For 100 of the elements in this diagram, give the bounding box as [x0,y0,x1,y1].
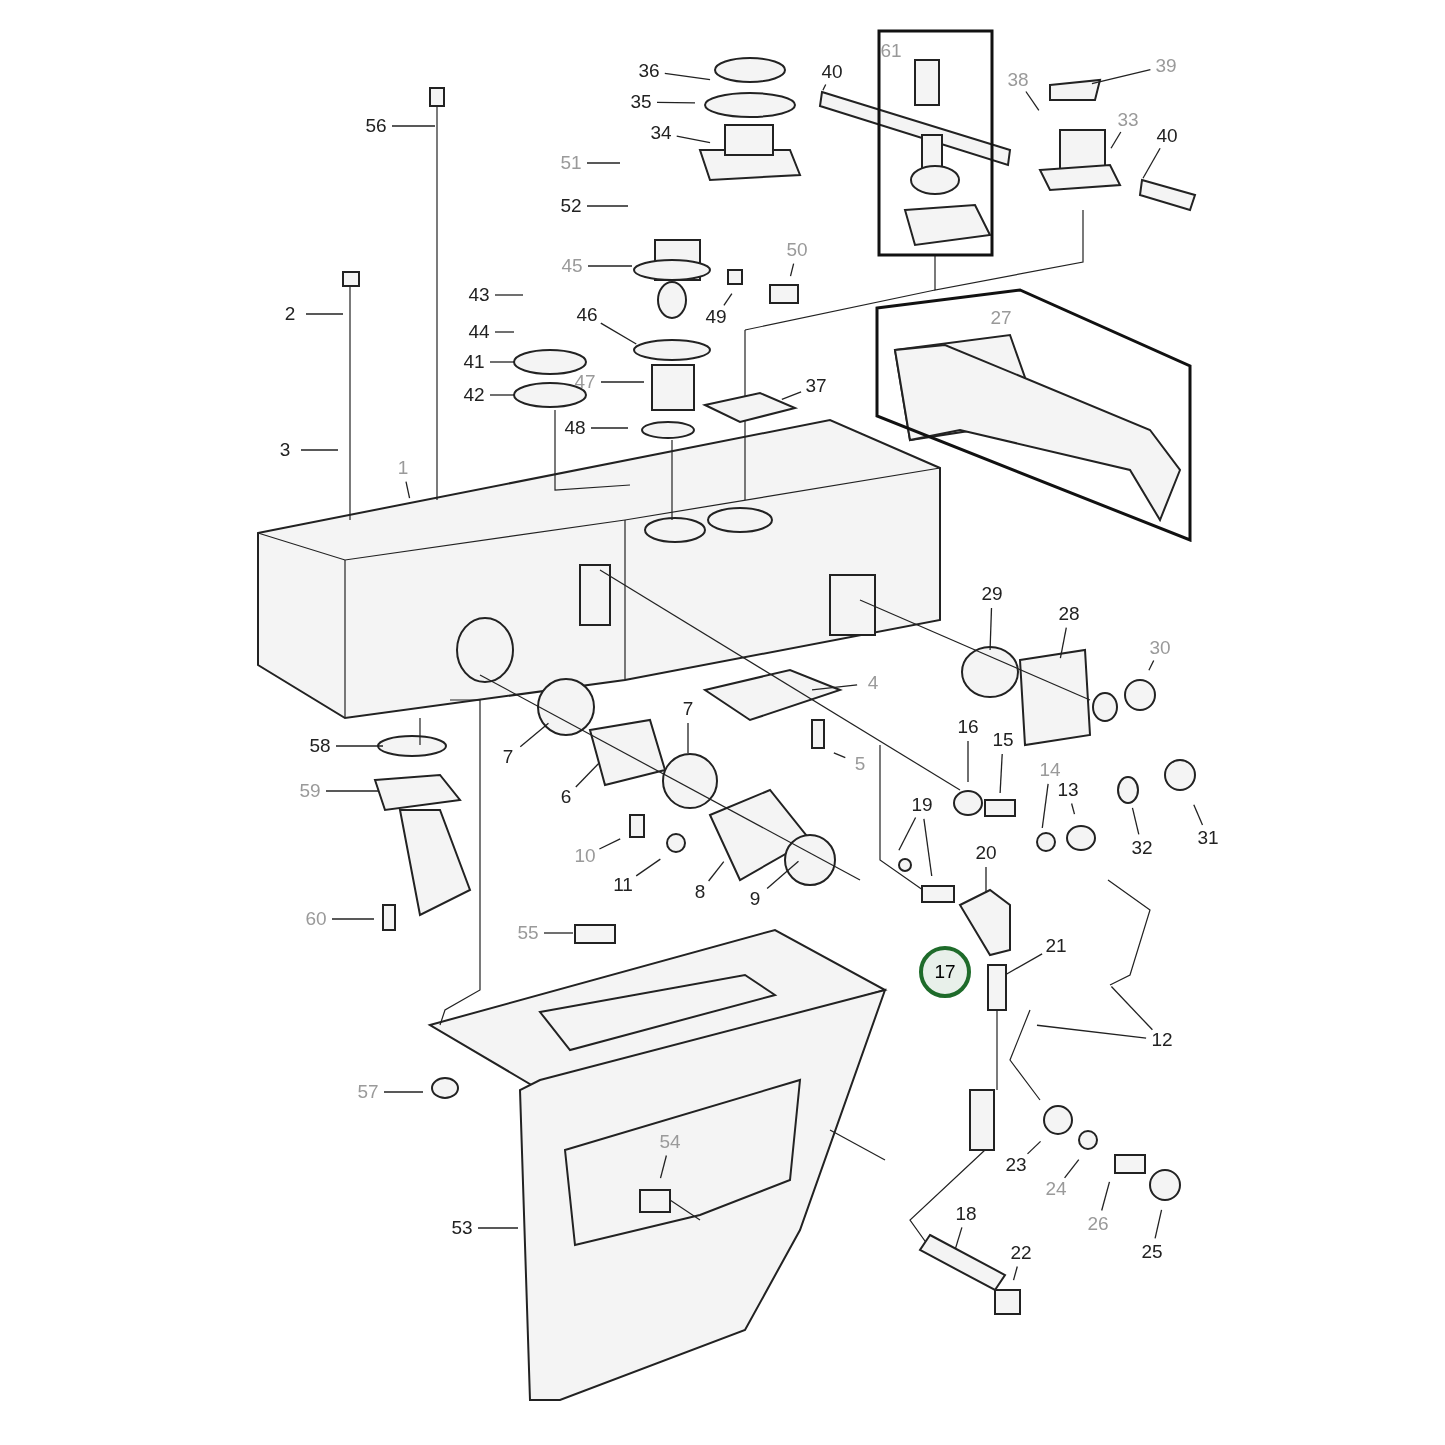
callout-number: 28 [1056,603,1082,625]
leader-line [586,205,629,207]
leader-line [383,1091,424,1093]
leader-line [1063,1158,1080,1179]
callout-number: 48 [562,417,588,439]
leader-line [781,391,802,400]
leader-line [635,858,661,877]
leader-line [590,427,629,429]
callout-number: 59 [297,780,323,802]
callout-number: 51 [558,152,584,174]
callout-number: 14 [1037,759,1063,781]
callout-number: 53 [449,1217,475,1239]
leader-line [766,860,800,890]
leader-line [1041,783,1049,829]
leader-line [477,1227,519,1229]
callout-number: 2 [282,303,298,325]
callout-number: 21 [1043,935,1069,957]
callout-number: 20 [973,842,999,864]
callout-number: 43 [466,284,492,306]
leader-line [1148,659,1155,671]
callout-number: 32 [1129,837,1155,859]
callout-number: 23 [1003,1154,1029,1176]
callout-number: 42 [461,384,487,406]
callout-number: 22 [1008,1242,1034,1264]
leader-line [489,361,515,363]
leader-line [586,162,621,164]
callout-number: 26 [1085,1213,1111,1235]
leader-line [659,1154,668,1179]
leader-line [811,684,858,691]
leader-line [954,1226,963,1249]
callout-number: 60 [303,908,329,930]
leader-line [325,790,379,792]
callout-number: 50 [784,239,810,261]
leader-line [587,265,633,267]
leader-line [1006,953,1043,975]
callout-number: 40 [1154,125,1180,147]
callout-number: 7 [680,698,696,720]
leader-line [405,481,411,499]
callout-number: 24 [1043,1178,1069,1200]
callout-number: 9 [747,888,763,910]
leader-line [494,294,524,296]
callout-number: 6 [558,786,574,808]
callout-number: 13 [1055,779,1081,801]
callout-number: 8 [692,881,708,903]
leader-line [967,740,969,783]
callout-number: 7 [500,746,516,768]
callout-number: 35 [628,91,654,113]
leader-line [923,818,933,877]
leader-line [664,72,711,81]
callout-number: 40 [819,61,845,83]
leader-line [1091,69,1152,85]
leader-line [1193,804,1204,826]
callout-number: 33 [1115,109,1141,131]
leader-line [822,83,827,91]
callout-number: 18 [953,1203,979,1225]
callout-number: 37 [803,375,829,397]
callout-number: 5 [852,753,868,775]
callout-number: 4 [865,672,881,694]
callout-number: 30 [1147,637,1173,659]
leader-line [656,101,696,104]
callout-number: 39 [1153,55,1179,77]
leader-line [999,753,1003,794]
callout-number: 3 [277,439,293,461]
callout-number: 61 [879,40,903,62]
leader-line [1101,1181,1111,1212]
callout-number: 55 [515,922,541,944]
highlighted-callout-number: 17 [919,946,971,998]
callout-number: 25 [1139,1241,1165,1263]
leader-line [391,125,436,127]
callout-number: 52 [558,195,584,217]
callout-number: 27 [989,307,1013,329]
callout-number: 15 [990,729,1016,751]
callout-number: 19 [909,794,935,816]
callout-number: 45 [559,255,585,277]
leader-line [305,313,344,315]
leader-line [335,745,384,747]
leader-line [1070,802,1076,815]
leader-line [1026,1140,1042,1155]
leader-line [575,762,600,788]
leader-line [598,838,621,850]
callout-number: 11 [611,874,635,896]
leader-line [519,722,550,748]
leader-line [676,135,711,144]
callout-number: 38 [1005,69,1031,91]
callout-number: 1 [395,457,411,479]
leader-line [789,262,795,277]
callout-number: 44 [466,321,492,343]
leader-line [1025,90,1040,111]
callout-number: 10 [572,845,598,867]
leader-line [600,322,637,345]
callout-number: 16 [955,716,981,738]
callout-number: 29 [979,583,1005,605]
leader-line [331,918,375,920]
leader-line [1142,147,1161,179]
callout-number: 12 [1149,1029,1175,1051]
leader-line [1154,1209,1163,1239]
leader-line [723,293,733,307]
leader-line [989,607,993,651]
callout-number: 54 [657,1131,683,1153]
leader-line [1110,131,1122,149]
